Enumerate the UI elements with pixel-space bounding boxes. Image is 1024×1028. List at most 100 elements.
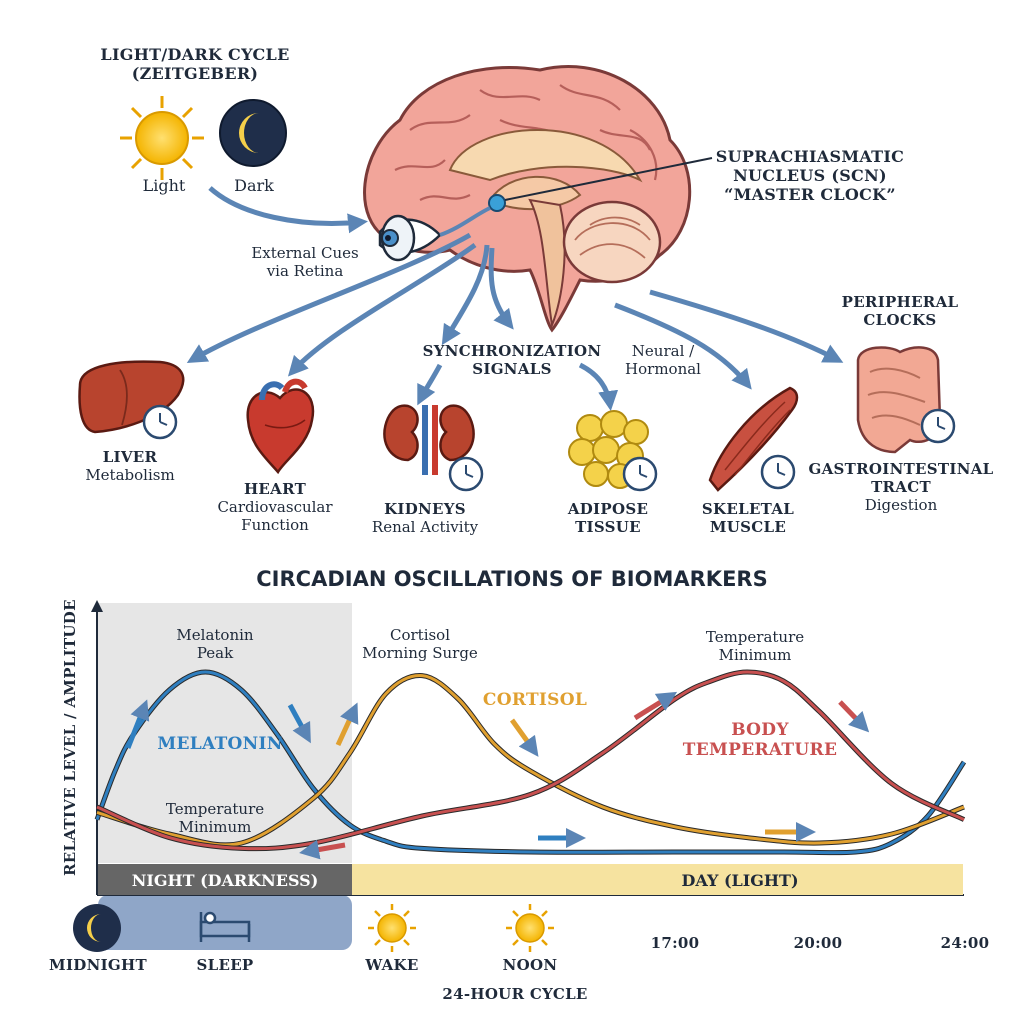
bed-icon [199,911,251,942]
temp-min-top-line1: Temperature [705,628,805,646]
tick-2400: 24:00 [940,934,990,952]
heart-icon [246,378,315,475]
cerebellum [562,200,662,284]
sync-line2: SIGNALS [472,360,552,378]
day-band [352,864,963,895]
zeitgeber-arrow [208,186,368,234]
x-axis-title: 24-HOUR CYCLE [442,985,588,1003]
adipose-function: TISSUE [575,518,641,536]
peripheral-line2: CLOCKS [863,311,937,329]
muscle-icon [708,386,799,492]
tick-midnight: MIDNIGHT [49,956,147,974]
signal-arrows [186,232,844,411]
wake-sun-icon [368,904,416,952]
peripheral-line1: PERIPHERAL [841,293,959,311]
organ-adipose-label: ADIPOSE TISSUE [548,500,668,536]
scn-line3: “MASTER CLOCK” [724,185,896,205]
gi-clock-icon [920,408,956,444]
zeitgeber-title-line2: (ZEITGEBER) [131,64,259,84]
organ-heart-label: HEART Cardiovascular Function [200,480,350,534]
light-label: Light [142,176,186,195]
sync-line1: SYNCHRONIZATION [422,342,602,360]
brain-icon [363,65,713,333]
series-layer [94,669,967,856]
scn-line1: SUPRACHIASMATIC [715,147,905,166]
tick-wake: WAKE [365,956,419,974]
chart-title: CIRCADIAN OSCILLATIONS OF BIOMARKERS [256,567,768,591]
adipose-clock-icon [622,456,658,492]
kidneys-clock-icon [448,456,484,492]
external-cues-line2: via Retina [266,262,344,280]
melatonin-peak-line1: Melatonin [176,626,254,644]
muscle-name: SKELETAL [701,500,795,518]
gi-function2: Digestion [864,496,938,514]
tick-noon: NOON [502,956,558,974]
melatonin-peak-line2: Peak [196,644,234,662]
kidneys-function: Renal Activity [371,518,479,536]
melatonin-peak-label: Melatonin Peak [155,626,275,662]
liver-name: LIVER [102,448,158,466]
temp-minimum-top-label: Temperature Minimum [690,628,820,664]
adipose-name: ADIPOSE [567,500,649,518]
melatonin-series-label: MELATONIN [157,734,283,754]
heart-function2: Function [241,516,309,534]
cortisol-series-label: CORTISOL [482,690,588,710]
scn-line2: NUCLEUS (SCN) [733,166,887,186]
series-line-cortisol [96,674,965,847]
kidneys-name: KIDNEYS [384,500,466,518]
tick-sleep: SLEEP [196,956,254,974]
cortisol-surge-line2: Morning Surge [362,644,478,662]
gi-name: GASTROINTESTINAL [808,460,994,478]
tick-1700: 17:00 [650,934,700,952]
muscle-clock-icon [760,454,796,490]
neural-hormonal-label: Neural / Hormonal [608,342,718,378]
scn-dot [488,194,506,212]
tick-2000: 20:00 [793,934,843,952]
temp-series-line1: BODY [731,720,789,740]
organ-liver-label: LIVER Metabolism [60,448,200,484]
zeitgeber-title: LIGHT/DARK CYCLE (ZEITGEBER) [85,45,305,83]
neural-line1: Neural / [631,342,695,360]
day-band-label: DAY (LIGHT) [681,871,798,890]
temp-series-line2: TEMPERATURE [682,740,838,761]
heart-name: HEART [243,480,307,498]
kidneys-icon [383,404,475,475]
sun-icon [120,96,204,180]
zeitgeber-title-line1: LIGHT/DARK CYCLE [100,45,290,64]
neural-line2: Hormonal [625,360,701,378]
series-line-body-temperature [96,670,965,851]
temp-minimum-bottom-label: Temperature Minimum [150,800,280,836]
y-axis-label: RELATIVE LEVEL / AMPLITUDE [61,599,79,876]
series-line-melatonin [95,670,966,855]
scn-label: SUPRACHIASMATIC NUCLEUS (SCN) “MASTER CL… [700,147,920,205]
gi-function: TRACT [871,478,931,496]
cortisol-surge-line1: Cortisol [389,626,451,644]
dark-label: Dark [234,176,274,195]
peripheral-clocks-label: PERIPHERAL CLOCKS [830,293,970,329]
external-cues-label: External Cues via Retina [240,244,370,280]
temperature-series-label: BODY TEMPERATURE [675,720,845,761]
night-band-label: NIGHT (DARKNESS) [132,871,319,890]
external-cues-line1: External Cues [251,244,359,262]
sync-signals-label: SYNCHRONIZATION SIGNALS [420,342,604,378]
temp-min-bot-line2: Minimum [178,818,252,836]
organ-kidneys-label: KIDNEYS Renal Activity [355,500,495,536]
temp-min-bot-line1: Temperature [165,800,265,818]
muscle-function: MUSCLE [709,518,787,536]
heart-function: Cardiovascular [217,498,333,516]
eye-icon [378,206,491,262]
temp-min-top-line2: Minimum [718,646,792,664]
trend-arrows [125,691,870,860]
organ-muscle-label: SKELETAL MUSCLE [688,500,808,536]
noon-sun-icon [506,904,554,952]
night-band [98,864,352,895]
moon-icon [219,99,287,167]
midnight-moon-icon [73,904,121,952]
liver-function: Metabolism [85,466,175,484]
liver-clock-icon [142,404,178,440]
liver-icon [78,360,185,434]
cortisol-surge-label: Cortisol Morning Surge [355,626,485,662]
organ-gi-label: GASTROINTESTINAL TRACT Digestion [806,460,996,514]
